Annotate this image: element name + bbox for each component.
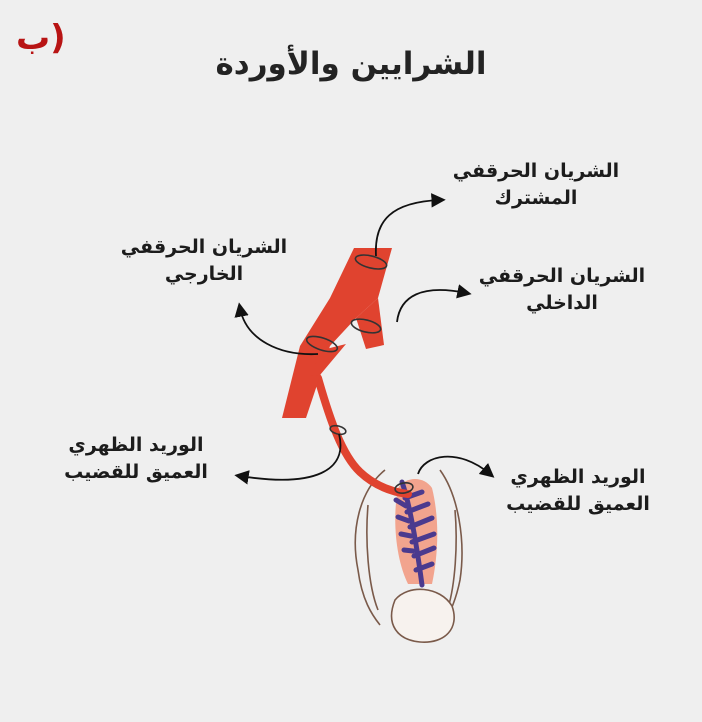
- iliac-arteries: [282, 248, 392, 418]
- label-common-iliac-artery: الشريان الحرقفي المشترك: [452, 160, 620, 209]
- arrow-common-iliac: [375, 193, 446, 257]
- label-deep-dorsal-vein-right: الوريد الظهري العميق للقضيب: [506, 466, 650, 515]
- label-deep-dorsal-vein-left: الوريد الظهري العميق للقضيب: [64, 434, 208, 483]
- arrow-internal-iliac: [396, 284, 472, 323]
- internal-pudendal-artery: [314, 374, 412, 498]
- arrow-external-iliac: [234, 302, 319, 356]
- part-letter: (ب: [16, 18, 66, 58]
- arrow-dorsal-vein-right: [417, 455, 495, 478]
- penis-illustration: [354, 469, 463, 643]
- ligature-rings: [305, 254, 414, 494]
- page-title: الشرايين والأوردة: [215, 46, 487, 82]
- arrow-dorsal-vein-left: [234, 433, 342, 485]
- label-external-iliac-artery: الشريان الحرقفي الخارجي: [120, 236, 288, 285]
- label-internal-iliac-artery: الشريان الحرقفي الداخلي: [478, 265, 646, 314]
